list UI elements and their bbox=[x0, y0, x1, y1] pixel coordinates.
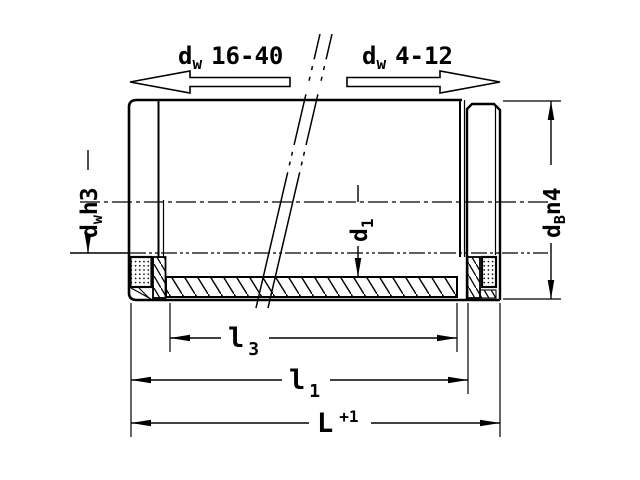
section-wall-band bbox=[165, 276, 458, 298]
dim-bore-diameter: d1 bbox=[347, 185, 377, 277]
shaft-dia-label: dwh3 bbox=[77, 187, 106, 238]
break-line-1 bbox=[255, 33, 321, 309]
centerlines bbox=[70, 201, 548, 254]
arrowhead-right bbox=[437, 334, 457, 342]
arrowhead-left bbox=[170, 334, 190, 342]
outer-dia-label: dBn4 bbox=[540, 187, 569, 238]
range-arrow-right bbox=[346, 70, 501, 94]
arrowhead-right bbox=[448, 376, 468, 384]
bushing-body bbox=[127, 98, 502, 302]
body-outline bbox=[127, 98, 500, 302]
arrowhead-left bbox=[131, 419, 151, 427]
liner-right bbox=[466, 256, 481, 299]
total-length-label: L+1 bbox=[317, 407, 359, 439]
arrowhead-up bbox=[547, 101, 555, 120]
arrowhead-down bbox=[547, 280, 555, 299]
dim-outer-diameter: dBn4 bbox=[503, 100, 569, 300]
arrowhead-down bbox=[354, 258, 362, 277]
seal-left bbox=[129, 255, 153, 289]
arrowhead-left bbox=[131, 376, 151, 384]
break-line-2 bbox=[267, 33, 333, 309]
arrowhead-right bbox=[480, 419, 500, 427]
break-lines bbox=[255, 33, 333, 309]
seal-right bbox=[480, 255, 498, 289]
right-underseal-hatch bbox=[479, 289, 497, 299]
dim-shaft-diameter: dwh3 bbox=[77, 150, 106, 253]
arrowhead-down bbox=[84, 234, 92, 253]
liner-left bbox=[152, 256, 167, 299]
end-cap-outline bbox=[465, 102, 502, 300]
bore-dia-label: d1 bbox=[347, 219, 377, 243]
section-parts bbox=[129, 255, 498, 300]
range-arrow-left bbox=[129, 70, 291, 94]
left-underseal-hatch bbox=[138, 287, 150, 299]
